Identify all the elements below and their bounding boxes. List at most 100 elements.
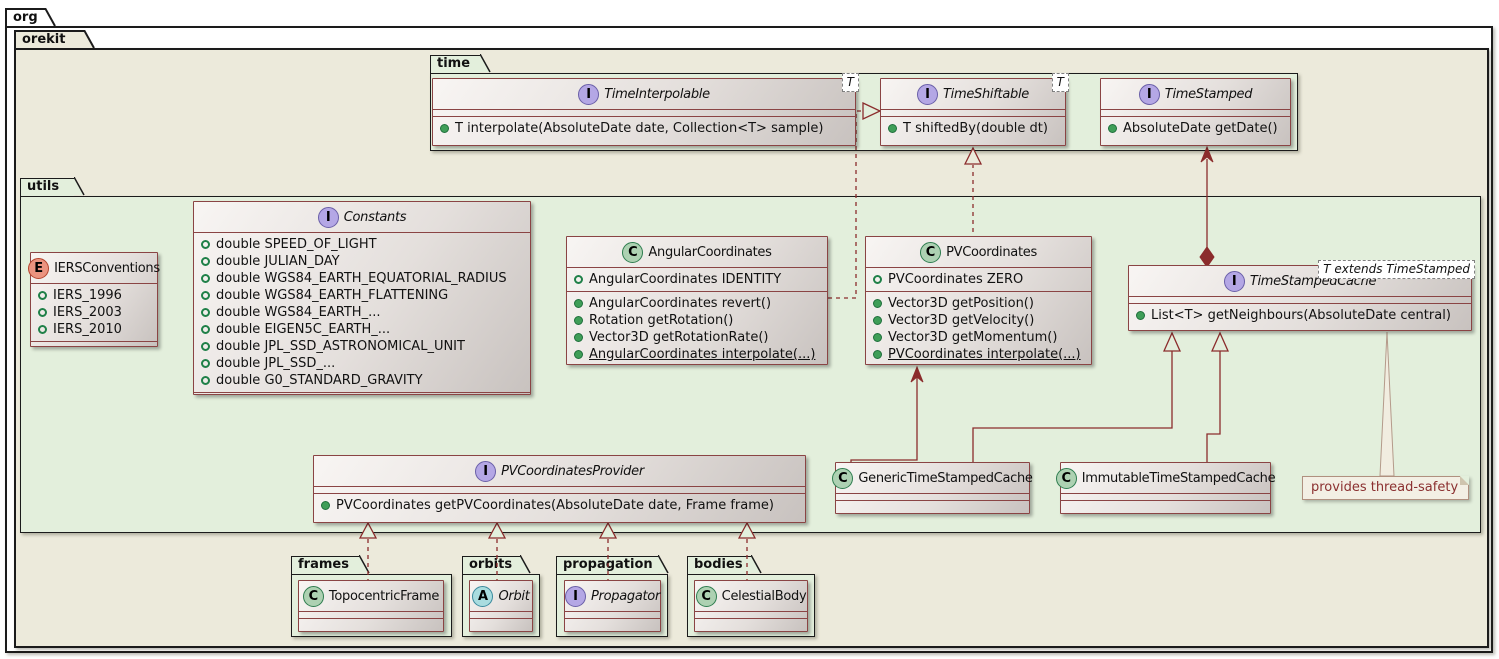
- member-row: Rotation getRotation(): [574, 312, 820, 329]
- member-text: Vector3D getRotationRate(): [589, 330, 769, 345]
- class-name: TimeInterpolable: [604, 86, 710, 102]
- member-text: double WGS84_EARTH_EQUATORIAL_RADIUS: [216, 271, 507, 286]
- member-row: AngularCoordinates IDENTITY: [574, 271, 820, 288]
- member-row: Vector3D getRotationRate(): [574, 329, 820, 346]
- member-text: IERS_2010: [53, 322, 122, 337]
- member-text: double JPL_SSD_...: [216, 356, 336, 371]
- class-name: TopocentricFrame: [328, 588, 440, 604]
- methods-compartment: [836, 500, 1029, 513]
- member-row: PVCoordinates interpolate(...): [873, 346, 1084, 363]
- member-row: T interpolate(AbsoluteDate date, Collect…: [440, 120, 848, 137]
- class-name: TimeStamped: [1164, 86, 1253, 102]
- methods-compartment: Vector3D getPosition()Vector3D getVeloci…: [866, 291, 1091, 366]
- member-row: IERS_2003: [38, 304, 150, 321]
- method-visibility-icon: [321, 501, 330, 510]
- class-name: IERSConventions: [54, 260, 160, 276]
- member-row: double G0_STANDARD_GRAVITY: [201, 372, 523, 389]
- interface-icon: I: [1138, 83, 1160, 105]
- method-visibility-icon: [873, 333, 882, 342]
- class-icon: C: [622, 241, 644, 263]
- member-text: PVCoordinates interpolate(...): [888, 347, 1081, 362]
- methods-compartment: [194, 392, 530, 399]
- fields-compartment: [1129, 296, 1471, 303]
- fields-compartment: [881, 109, 1065, 116]
- class-name: Constants: [343, 209, 407, 225]
- member-row: IERS_1996: [38, 287, 150, 304]
- fields-compartment: [299, 611, 443, 618]
- field-visibility-icon: [201, 240, 210, 249]
- field-visibility-icon: [201, 376, 210, 385]
- class-icon: C: [695, 585, 717, 607]
- fields-compartment: [1101, 109, 1290, 116]
- member-row: double WGS84_EARTH_EQUATORIAL_RADIUS: [201, 270, 523, 287]
- package-tab: propagation: [556, 555, 669, 574]
- methods-compartment: [1061, 500, 1270, 513]
- field-visibility-icon: [201, 308, 210, 317]
- field-visibility-icon: [201, 342, 210, 351]
- fields-compartment: [695, 611, 807, 618]
- methods-compartment: [31, 341, 157, 348]
- fields-compartment: PVCoordinates ZERO: [866, 267, 1091, 291]
- field-visibility-icon: [201, 359, 210, 368]
- methods-compartment: AngularCoordinates revert()Rotation getR…: [567, 291, 827, 366]
- member-row: double WGS84_EARTH_...: [201, 304, 523, 321]
- package-label: orekit: [22, 32, 66, 47]
- package-label: time: [437, 56, 471, 71]
- package-tab: org: [5, 8, 56, 27]
- method-visibility-icon: [873, 350, 882, 359]
- class-name: AngularCoordinates: [648, 244, 772, 260]
- class-name: Propagator: [591, 588, 660, 604]
- method-visibility-icon: [440, 124, 449, 133]
- member-text: double G0_STANDARD_GRAVITY: [216, 373, 423, 388]
- field-visibility-icon: [574, 275, 583, 284]
- interface-icon: I: [317, 206, 339, 228]
- class-name: PVCoordinatesProvider: [501, 463, 644, 479]
- method-visibility-icon: [873, 316, 882, 325]
- member-row: T shiftedBy(double dt): [888, 120, 1058, 137]
- methods-compartment: [299, 618, 443, 631]
- package-tab: orekit: [14, 30, 95, 49]
- interface-icon: I: [565, 585, 587, 607]
- field-visibility-icon: [201, 291, 210, 300]
- member-text: AbsoluteDate getDate(): [1123, 121, 1278, 136]
- note-provides-thread-safety: provides thread-safety: [1302, 476, 1470, 500]
- member-row: double SPEED_OF_LIGHT: [201, 236, 523, 253]
- class-name: ImmutableTimeStampedCache: [1081, 470, 1276, 486]
- class-icon: C: [832, 467, 854, 489]
- member-text: AngularCoordinates interpolate(...): [589, 347, 816, 362]
- member-text: Vector3D getVelocity(): [888, 313, 1035, 328]
- methods-compartment: [565, 618, 660, 631]
- methods-compartment: T interpolate(AbsoluteDate date, Collect…: [433, 116, 855, 145]
- member-row: AngularCoordinates revert(): [574, 295, 820, 312]
- member-text: double SPEED_OF_LIGHT: [216, 237, 377, 252]
- member-text: IERS_1996: [53, 288, 122, 303]
- member-text: PVCoordinates getPVCoordinates(AbsoluteD…: [336, 498, 774, 513]
- field-visibility-icon: [201, 274, 210, 283]
- member-text: PVCoordinates ZERO: [888, 272, 1024, 287]
- fields-compartment: [433, 109, 855, 116]
- method-visibility-icon: [888, 124, 897, 133]
- package-label: org: [13, 10, 38, 25]
- package-tab: frames: [291, 555, 370, 574]
- class-name: GenericTimeStampedCache: [858, 470, 1033, 486]
- package-tab: orbits: [462, 555, 531, 574]
- methods-compartment: T shiftedBy(double dt): [881, 116, 1065, 145]
- member-text: double WGS84_EARTH_FLATTENING: [216, 288, 449, 303]
- member-row: double WGS84_EARTH_FLATTENING: [201, 287, 523, 304]
- interface-icon: I: [1223, 270, 1245, 292]
